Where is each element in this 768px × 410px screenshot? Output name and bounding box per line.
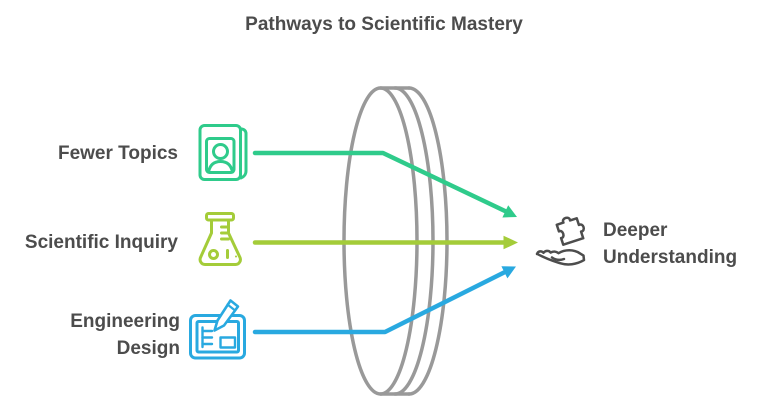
label-fewer-topics: Fewer Topics (57, 143, 178, 164)
label-deeper-understanding-line2: Understanding (603, 247, 738, 268)
label-engineering-design: Engineering Design (70, 308, 180, 362)
label-deeper-understanding: Deeper Understanding (603, 217, 737, 271)
label-engineering-design-line2: Design (116, 338, 180, 359)
label-scientific-inquiry: Scientific Inquiry (24, 232, 178, 253)
hand-puzzle-icon (535, 216, 586, 266)
arrow-fewer-topics (252, 150, 517, 218)
page-title: Pathways to Scientific Mastery (245, 14, 523, 35)
label-engineering-design-line1: Engineering (70, 311, 180, 332)
label-deeper-understanding-line1: Deeper (603, 220, 668, 241)
flask-icon (198, 212, 242, 266)
arrow-scientific-inquiry (252, 235, 518, 250)
blueprint-pencil-icon (189, 299, 246, 360)
arrow-engineering-design (252, 266, 516, 335)
book-person-icon (198, 124, 248, 181)
